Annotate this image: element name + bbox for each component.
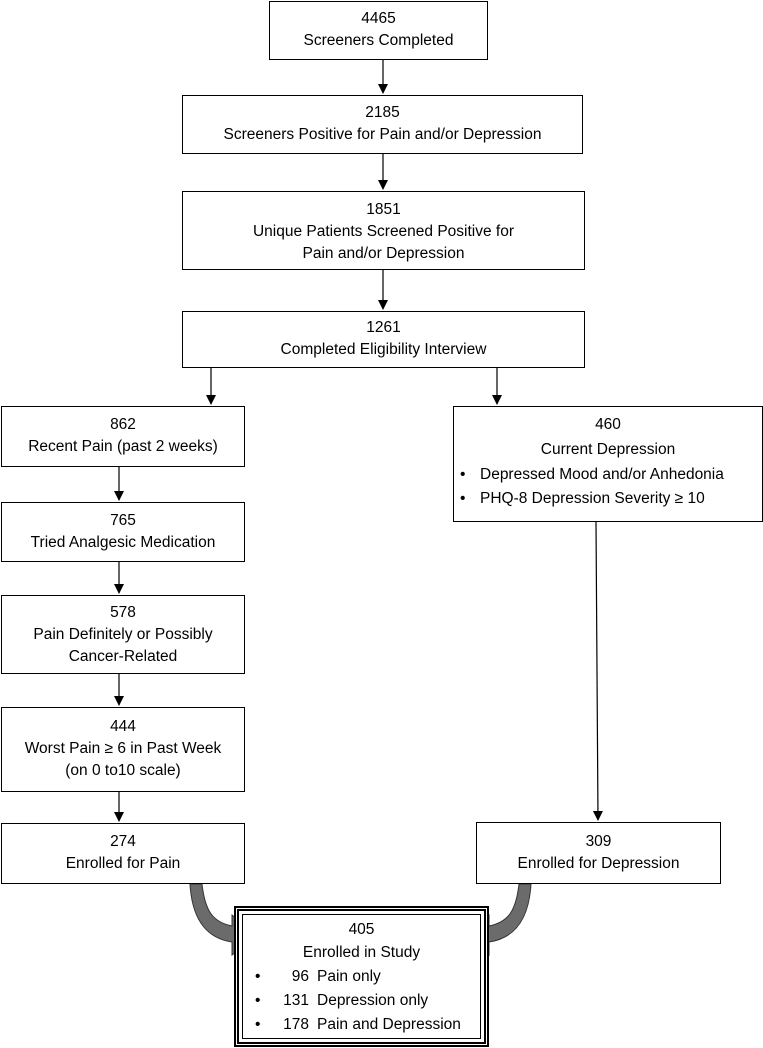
enrolled-pain-label: Enrolled for Pain bbox=[65, 855, 181, 872]
breakdown-item-depression-only: 131 Depression only bbox=[249, 989, 484, 1013]
unique-label-line2: Pain and/or Depression bbox=[302, 245, 465, 262]
unique-label-line1: Unique Patients Screened Positive for bbox=[252, 223, 515, 240]
enrolled-depression-box: 309 Enrolled for Depression bbox=[476, 822, 721, 884]
analgesic-count: 765 bbox=[110, 512, 136, 529]
screeners-positive-box: 2185 Screeners Positive for Pain and/or … bbox=[182, 95, 583, 154]
screeners-completed-box: 4465 Screeners Completed bbox=[269, 1, 488, 60]
positive-label: Screeners Positive for Pain and/or Depre… bbox=[223, 126, 542, 143]
screeners-count: 4465 bbox=[361, 10, 396, 27]
enrolled-pain-count: 274 bbox=[110, 833, 136, 850]
analgesic-box: 765 Tried Analgesic Medication bbox=[1, 502, 245, 562]
analgesic-label: Tried Analgesic Medication bbox=[30, 534, 216, 551]
screeners-label: Screeners Completed bbox=[303, 32, 454, 49]
cancer-related-label-line1: Pain Definitely or Possibly bbox=[33, 626, 213, 643]
eligibility-interview-box: 1261 Completed Eligibility Interview bbox=[182, 311, 585, 368]
recent-pain-box: 862 Recent Pain (past 2 weeks) bbox=[1, 406, 245, 467]
cancer-related-label-line2: Cancer-Related bbox=[68, 648, 178, 665]
cancer-related-box: 578 Pain Definitely or Possibly Cancer-R… bbox=[1, 595, 245, 674]
unique-count: 1851 bbox=[366, 201, 401, 218]
enrolled-depression-label: Enrolled for Depression bbox=[517, 855, 680, 872]
enrolled-breakdown-list: 96 Pain only 131 Depression only 178 Pain a… bbox=[239, 965, 484, 1037]
depression-label: Current Depression bbox=[540, 441, 676, 458]
unique-patients-box: 1851 Unique Patients Screened Positive f… bbox=[182, 191, 585, 270]
worst-pain-label-line2: (on 0 to10 scale) bbox=[65, 762, 181, 779]
enrolled-study-count: 405 bbox=[348, 921, 375, 938]
recent-pain-label: Recent Pain (past 2 weeks) bbox=[28, 438, 218, 455]
breakdown-label: Depression only bbox=[317, 992, 429, 1009]
breakdown-label: Pain only bbox=[317, 968, 381, 985]
enrolled-study-label: Enrolled in Study bbox=[302, 944, 421, 961]
enrolled-in-study-box: 405 Enrolled in Study 96 Pain only 131 Dep… bbox=[234, 906, 489, 1047]
worst-pain-label-line1: Worst Pain ≥ 6 in Past Week bbox=[24, 740, 222, 757]
breakdown-label: Pain and Depression bbox=[317, 1016, 461, 1033]
eligibility-count: 1261 bbox=[366, 319, 401, 336]
depression-criteria-list: Depressed Mood and/or Anhedonia PHQ-8 De… bbox=[454, 463, 762, 511]
depression-count: 460 bbox=[595, 416, 621, 433]
breakdown-count: 96 bbox=[291, 968, 309, 985]
worst-pain-count: 444 bbox=[110, 718, 136, 735]
recent-pain-count: 862 bbox=[110, 416, 136, 433]
enrolled-pain-box: 274 Enrolled for Pain bbox=[1, 823, 245, 884]
positive-count: 2185 bbox=[365, 104, 400, 121]
depression-criterion: PHQ-8 Depression Severity ≥ 10 bbox=[454, 487, 762, 511]
breakdown-item-pain-only: 96 Pain only bbox=[249, 965, 484, 989]
eligibility-label: Completed Eligibility Interview bbox=[280, 341, 487, 358]
breakdown-item-pain-and-depression: 178 Pain and Depression bbox=[249, 1013, 484, 1037]
current-depression-box: 460 Current Depression Depressed Mood an… bbox=[453, 406, 763, 522]
breakdown-count: 178 bbox=[283, 1016, 309, 1033]
cancer-related-count: 578 bbox=[110, 604, 136, 621]
worst-pain-box: 444 Worst Pain ≥ 6 in Past Week (on 0 to… bbox=[1, 707, 245, 792]
breakdown-count: 131 bbox=[283, 992, 309, 1009]
arrow-depression-to-enrolled-depression bbox=[592, 521, 603, 821]
depression-criterion: Depressed Mood and/or Anhedonia bbox=[454, 463, 762, 487]
enrolled-depression-count: 309 bbox=[585, 833, 612, 850]
